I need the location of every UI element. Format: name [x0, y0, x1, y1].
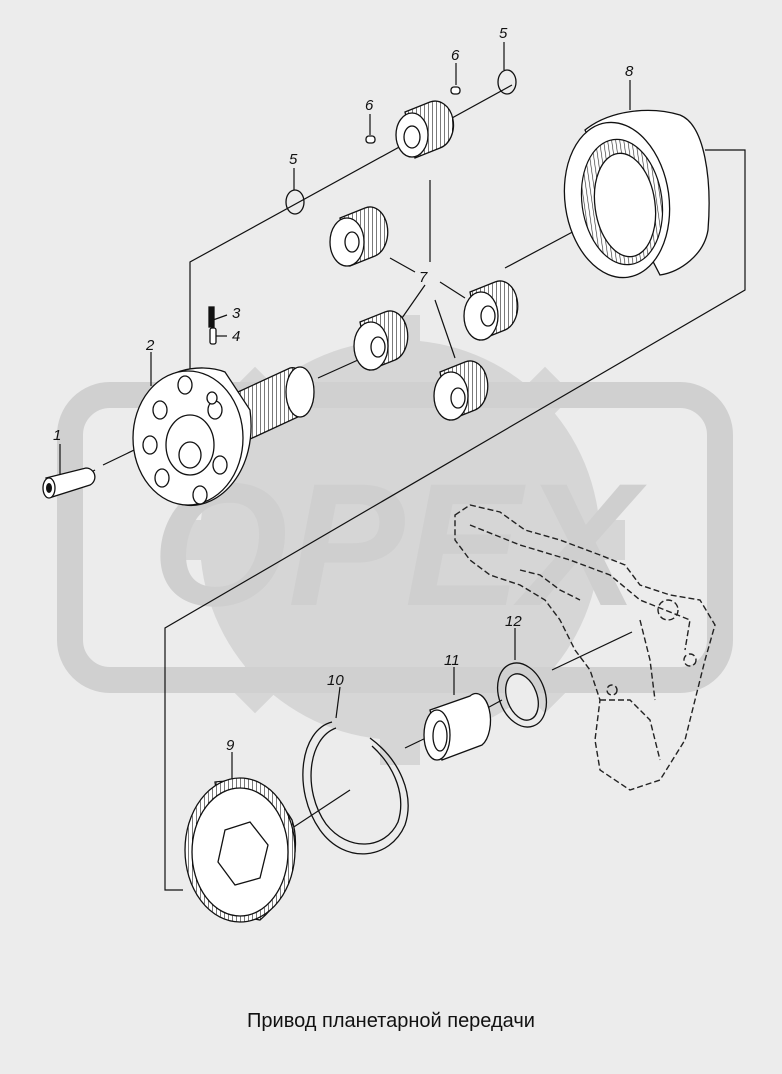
callout-5-left: 5	[289, 151, 298, 168]
part-11-bushing	[423, 692, 492, 761]
callout-10: 10	[327, 672, 344, 689]
callout-2: 2	[145, 337, 155, 354]
callout-11: 11	[444, 652, 460, 669]
callout-12: 12	[505, 613, 522, 630]
callout-4: 4	[232, 328, 240, 345]
housing-outline	[454, 504, 716, 791]
part-7-planet-gears	[329, 100, 519, 421]
part-4-bushing	[209, 327, 217, 345]
diagram-caption: Привод планетарной передачи	[247, 1010, 535, 1032]
callout-9: 9	[226, 737, 235, 754]
callouts: 1 2 3 4 5 5 6 6 7 8 9 10 11 12	[53, 25, 634, 754]
part-1-pin	[42, 467, 96, 499]
watermark-frame	[57, 382, 733, 693]
part-9-sun-gear	[184, 777, 297, 923]
part-5-washer-left	[285, 189, 305, 215]
callout-3: 3	[232, 305, 241, 322]
callout-6-left: 6	[365, 97, 374, 114]
callout-5-right: 5	[499, 25, 508, 42]
planet-gear	[433, 360, 489, 421]
part-5-washer-right	[497, 69, 517, 95]
part-2-planet-carrier	[132, 366, 315, 507]
part-10-snap-ring	[302, 721, 409, 855]
planet-gear	[395, 100, 455, 159]
callout-1: 1	[53, 427, 61, 444]
part-6-needle-left	[365, 135, 376, 144]
callout-6-right: 6	[451, 47, 460, 64]
callout-7: 7	[419, 269, 428, 286]
planet-gear	[463, 280, 519, 341]
leader-lines	[59, 42, 746, 891]
part-8-ring-gear	[563, 109, 710, 279]
planet-gear	[353, 310, 409, 371]
part-3-pin	[208, 306, 215, 328]
callout-8: 8	[625, 63, 634, 80]
planet-gear	[329, 206, 389, 267]
part-6-needle-right	[450, 86, 461, 95]
part-12-seal-ring	[496, 662, 548, 728]
